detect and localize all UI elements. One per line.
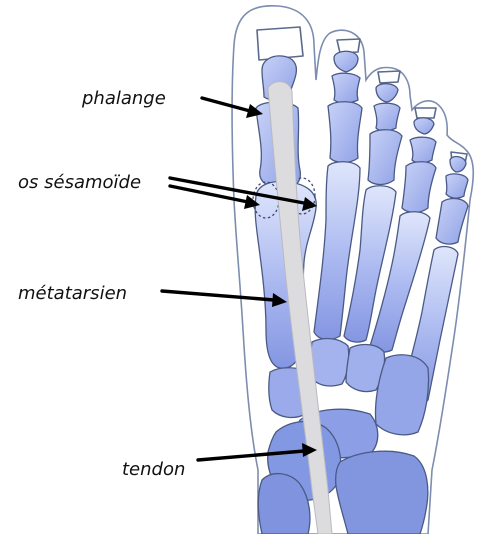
intermediate-cuneiform (311, 339, 349, 386)
toe3-middle (374, 103, 400, 131)
phalange-label: phalange (81, 88, 166, 109)
metatarsal-label: métatarsien (18, 283, 127, 304)
toe5-middle (446, 174, 468, 198)
tendon-label: tendon (122, 459, 185, 480)
toe4-middle (410, 137, 436, 163)
toe2-proximal (328, 102, 362, 163)
calcaneus (336, 451, 428, 534)
toe2-middle (332, 73, 360, 103)
cuboid (375, 355, 428, 435)
sesamoid-label: os sésamoïde (18, 172, 141, 193)
